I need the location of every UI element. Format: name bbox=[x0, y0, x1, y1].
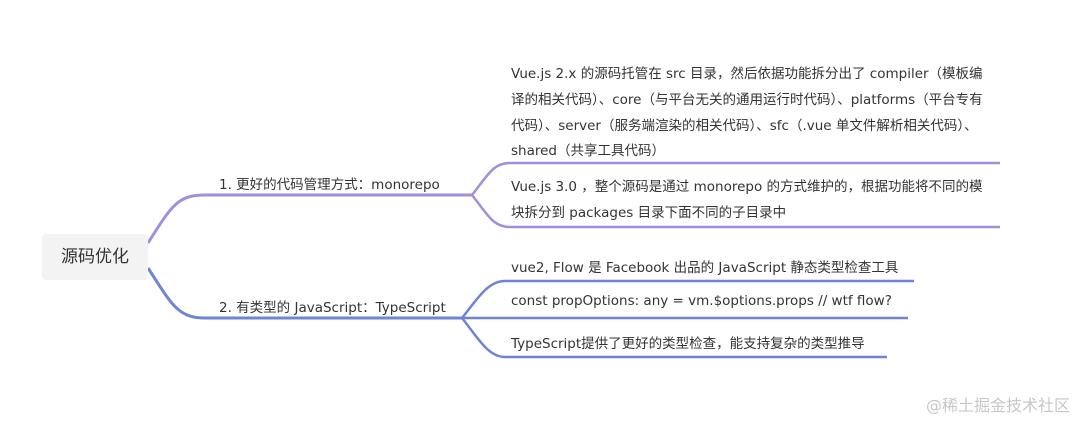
connector-root-branch-1 bbox=[146, 193, 472, 244]
leaf-node-flow-example[interactable]: const propOptions: any = vm.$options.pro… bbox=[511, 293, 892, 309]
leaf-node-vue3-monorepo[interactable]: Vue.js 3.0 ，整个源码是通过 monorepo 的方式维护的，根据功能… bbox=[511, 179, 983, 221]
branch-node-monorepo[interactable]: 1. 更好的代码管理方式：monorepo bbox=[219, 177, 440, 193]
leaf-node-vue2-structure[interactable]: Vue.js 2.x 的源码托管在 src 目录，然后依据功能拆分出了 comp… bbox=[511, 66, 983, 160]
connector-root-branch-2 bbox=[146, 267, 462, 320]
connector-branch-2-child-1 bbox=[461, 279, 914, 319]
connector-branch-2-child-3 bbox=[461, 317, 887, 359]
connector-branch-1-child-2 bbox=[471, 194, 1000, 229]
leaf-node-typescript-benefit[interactable]: TypeScript提供了更好的类型检查，能支持复杂的类型推导 bbox=[511, 336, 865, 352]
leaf-node-flow[interactable]: vue2, Flow 是 Facebook 出品的 JavaScript 静态类… bbox=[511, 260, 899, 276]
connector-branch-1-child-1 bbox=[471, 161, 1000, 196]
branch-node-typescript[interactable]: 2. 有类型的 JavaScript：TypeScript bbox=[219, 300, 446, 316]
root-node[interactable]: 源码优化 bbox=[42, 234, 148, 280]
watermark: @稀土掘金技术社区 bbox=[925, 396, 1070, 415]
